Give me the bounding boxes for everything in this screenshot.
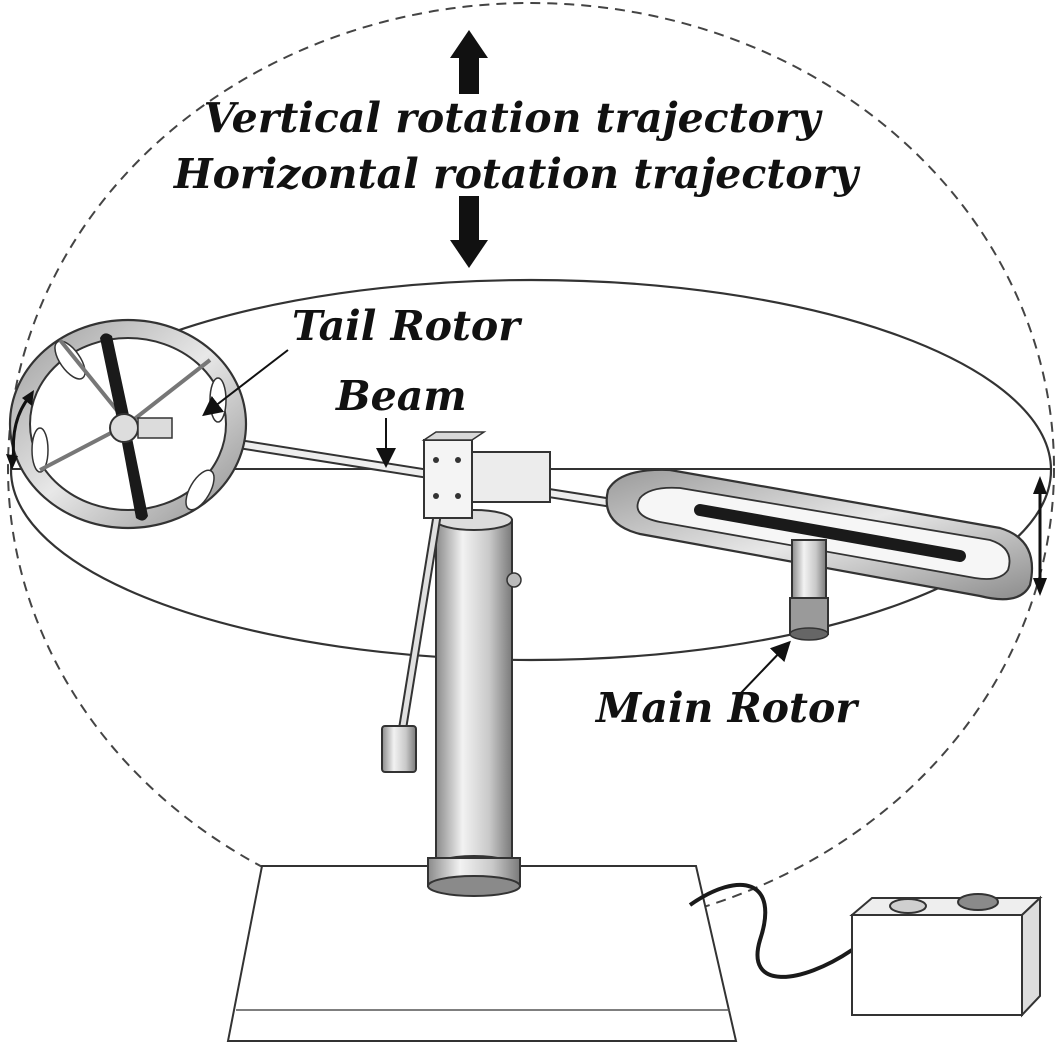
tail-rotor-assembly	[8, 318, 248, 530]
left-curved-arrow-icon	[6, 390, 34, 470]
vertical-trajectory-ellipse	[7, 2, 1055, 934]
base-plate	[226, 865, 738, 1042]
tail-rotor-label: Tail Rotor	[292, 302, 523, 350]
main-rotor-assembly	[605, 468, 1034, 641]
pointer-lines	[202, 349, 791, 695]
knob-right-icon	[957, 893, 999, 911]
vertical-arrows-icon	[450, 30, 488, 268]
main-rotor-label: Main Rotor	[594, 684, 860, 732]
beam-label: Beam	[335, 372, 467, 420]
horizontal-trajectory-label: Horizontal rotation trajectory	[173, 150, 861, 198]
pivot-block	[421, 431, 551, 519]
control-box	[688, 882, 1043, 1018]
counterweight	[381, 509, 443, 773]
vertical-trajectory-label: Vertical rotation trajectory	[204, 94, 824, 142]
support-column	[427, 509, 522, 897]
knob-left-icon	[889, 898, 927, 914]
right-vertical-arrow-icon	[1033, 476, 1047, 596]
